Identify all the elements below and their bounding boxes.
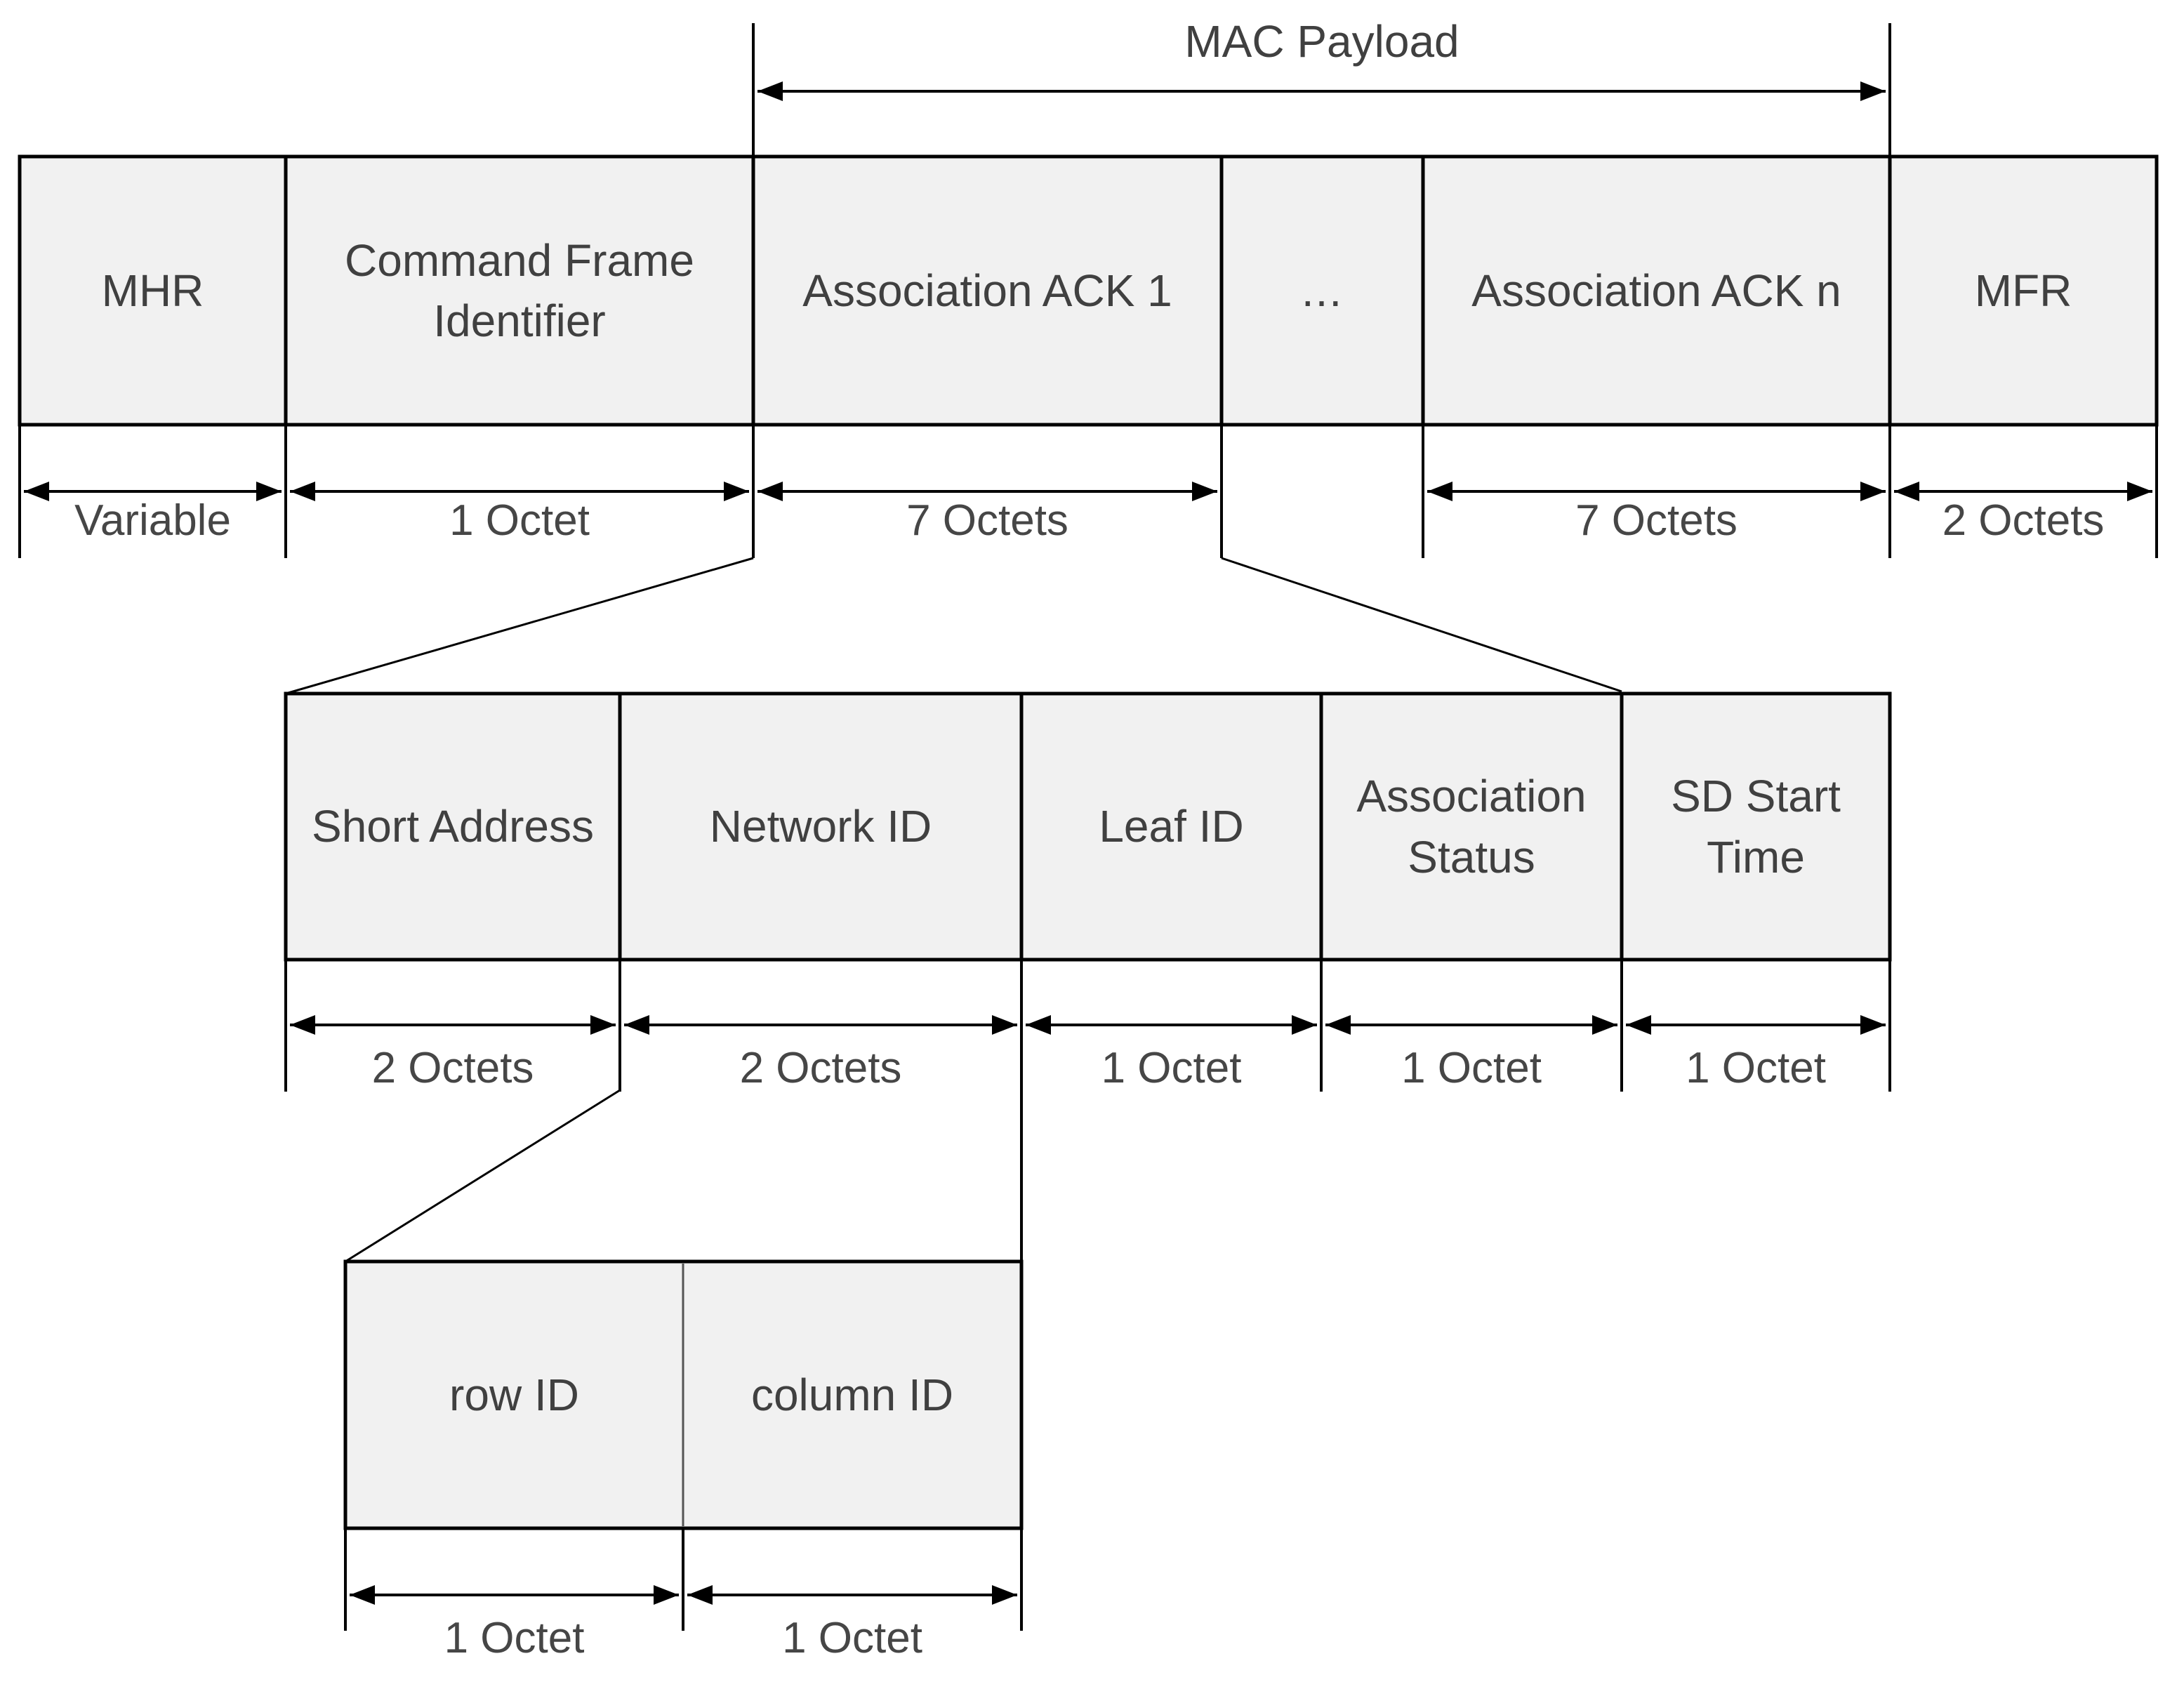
short-address-label: Short Address (312, 801, 594, 852)
network-id-size-label: 2 Octets (739, 1044, 902, 1092)
mac-payload-span (752, 23, 1891, 157)
command-frame-identifier-box (284, 154, 755, 427)
association-status-box (1319, 691, 1624, 962)
network-id-row-boxes (343, 1259, 1024, 1530)
mfr-box (1888, 154, 2159, 427)
network-id-box (618, 691, 1024, 962)
network-id-expansion-lines (345, 1089, 621, 1263)
mfr-size-label: 2 Octets (1942, 496, 2105, 545)
command-frame-identifier-size-label: 1 Octet (449, 496, 590, 545)
mhr-label: MHR (101, 265, 204, 316)
frame-row-ticks (18, 425, 2158, 558)
leaf-id-box (1019, 691, 1323, 962)
command-frame-identifier-label: Command Frame Identifier (345, 234, 694, 346)
mfr-label: MFR (1974, 265, 2072, 316)
ellipsis-label: ... (1301, 265, 1344, 316)
short-address-size-label: 2 Octets (371, 1044, 534, 1092)
ellipsis-box (1219, 154, 1425, 427)
association-ack-1-size-label: 7 Octets (906, 496, 1068, 545)
network-id-row-ticks (344, 1528, 684, 1631)
leaf-id-label: Leaf ID (1099, 801, 1244, 852)
association-ack-n-size-label: 7 Octets (1575, 496, 1738, 545)
association-ack-n-box (1421, 154, 1892, 427)
ack1-expansion-lines (285, 557, 1622, 695)
row-id-size-label: 1 Octet (444, 1614, 585, 1662)
leaf-id-size-label: 1 Octet (1101, 1044, 1242, 1092)
column-id-label: column ID (750, 1369, 954, 1420)
network-id-label: Network ID (709, 801, 932, 852)
association-ack-n-label: Association ACK n (1471, 265, 1841, 316)
row-id-label: row ID (449, 1369, 579, 1420)
ack-row-boxes (284, 691, 1892, 962)
sd-start-time-box (1620, 691, 1892, 962)
mhr-box (18, 154, 288, 427)
mac-payload-label: MAC Payload (1184, 16, 1460, 67)
association-ack-1-box (751, 154, 1224, 427)
column-id-size-label: 1 Octet (782, 1614, 922, 1662)
sd-start-time-size-label: 1 Octet (1686, 1044, 1826, 1092)
association-status-size-label: 1 Octet (1401, 1044, 1542, 1092)
short-address-box (284, 691, 622, 962)
mhr-size-label: Variable (74, 496, 231, 545)
association-status-label: Association Status (1356, 771, 1587, 882)
frame-row-boxes (18, 154, 2159, 427)
association-ack-1-label: Association ACK 1 (802, 265, 1172, 316)
sd-start-time-label: SD Start Time (1671, 771, 1841, 882)
